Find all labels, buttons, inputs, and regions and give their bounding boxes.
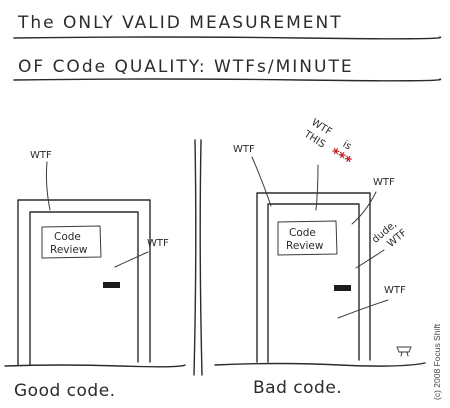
dude-wtf-group: dude, WTF xyxy=(370,219,409,250)
left-wtf-pointer-1 xyxy=(45,161,51,211)
left-wtf-label-1: WTF xyxy=(30,150,52,161)
right-wtf-pointer-4 xyxy=(337,299,389,319)
left-door-handle xyxy=(103,282,120,288)
right-review-sign xyxy=(277,220,338,256)
left-caption: Good code. xyxy=(14,381,116,401)
title-line-1: The ONLY VALID MEASUREMENT xyxy=(17,13,343,33)
left-door-frame xyxy=(17,199,151,366)
right-wtf-pointer-2 xyxy=(351,191,377,225)
right-wtf-label-4: WTF xyxy=(384,285,406,296)
left-panel: Code Review WTF WTF Good code. xyxy=(4,150,186,401)
floor-doodle xyxy=(396,346,412,357)
left-wtf-label-2: WTF xyxy=(147,238,169,249)
right-wtf-pointer-3 xyxy=(355,249,385,269)
left-door xyxy=(29,211,139,366)
title-underline-2 xyxy=(13,78,442,82)
left-floor xyxy=(4,364,186,368)
right-wtf-label-2: WTF xyxy=(373,177,395,188)
divider-line-2 xyxy=(199,139,203,376)
right-panel: Code Review WTF WTF is THIS *** WTF dude… xyxy=(214,117,426,398)
left-review-sign xyxy=(41,225,102,259)
left-sign-line-1: Code xyxy=(54,231,81,243)
right-sign-line-1: Code xyxy=(289,227,316,239)
wtf-is-this-group: WTF is THIS *** xyxy=(301,117,355,171)
center-divider xyxy=(193,139,203,376)
right-caption: Bad code. xyxy=(253,378,342,398)
right-door-frame xyxy=(256,192,371,363)
title-line-2: OF COde QUALITY: WTFs/MINUTE xyxy=(18,57,354,77)
title-underline-1 xyxy=(13,36,442,40)
copyright-credit: (c) 2008 Focus Shift xyxy=(432,323,442,400)
right-floor xyxy=(214,362,426,367)
left-sign-line-2: Review xyxy=(50,244,88,256)
right-door-handle xyxy=(334,285,351,291)
wtf-is-this-pointer xyxy=(315,164,319,211)
left-wtf-pointer-2 xyxy=(114,251,149,268)
right-wtf-label-1: WTF xyxy=(233,144,255,155)
divider-line-1 xyxy=(193,139,197,376)
title: The ONLY VALID MEASUREMENT OF COde QUALI… xyxy=(13,13,442,82)
right-wtf-pointer-1 xyxy=(251,156,272,207)
censored-stars: *** xyxy=(327,145,355,171)
right-sign-line-2: Review xyxy=(286,240,324,252)
right-door xyxy=(267,203,360,363)
